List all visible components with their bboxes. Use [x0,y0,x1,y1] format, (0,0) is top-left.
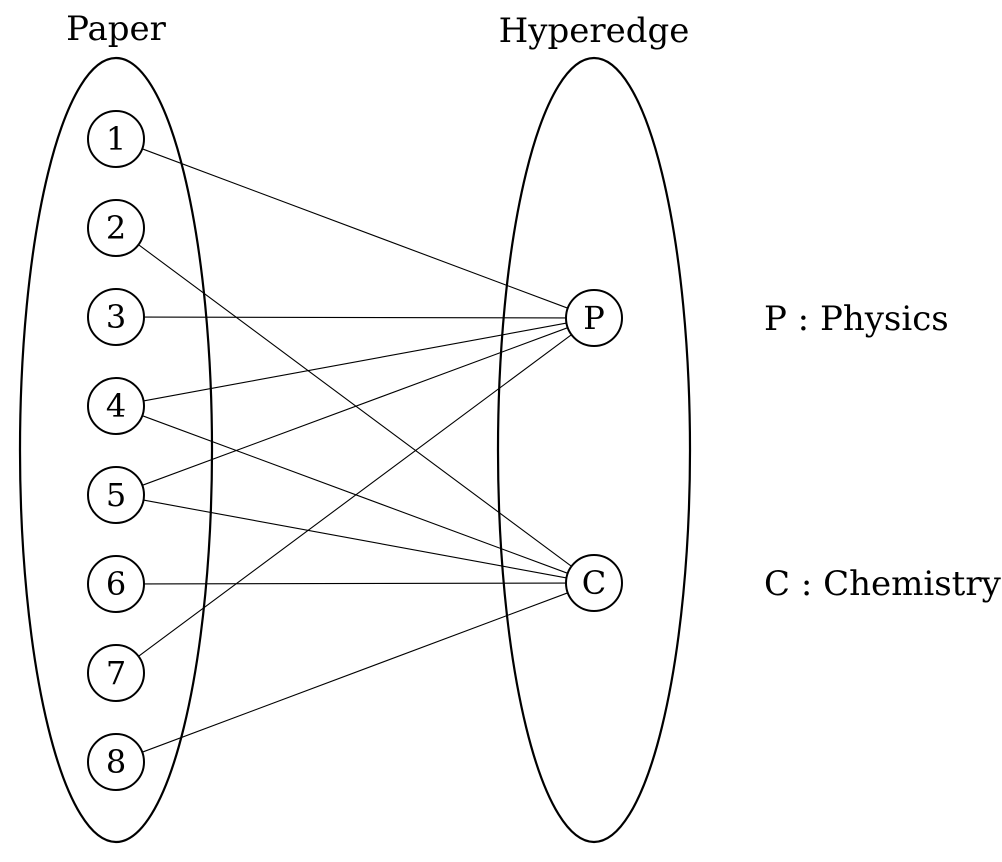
paper-node-label: 6 [106,565,126,603]
edge-8-C [142,592,568,753]
legend-chemistry: C : Chemistry [764,564,1002,604]
paper-node-circle [87,555,145,613]
edges-layer [138,148,572,753]
paper-node-circle [87,377,145,435]
legend-physics: P : Physics [764,299,949,339]
hyperedge-node-P: P [565,289,623,347]
hyperedge-node-circle [565,554,623,612]
paper-node-circle [87,110,145,168]
paper-node-label: 4 [106,387,126,425]
hyperedge-node-label: P [583,299,605,337]
hyperedge-node-circle [565,289,623,347]
edge-3-P [143,316,567,319]
paper-node-6: 6 [87,555,145,613]
paper-node-label: 3 [106,298,126,336]
paper-node-circle [87,288,145,346]
paper-node-circle [87,199,145,257]
paper-node-2: 2 [87,199,145,257]
hyperedge-group-outline [496,56,692,844]
paper-node-5: 5 [87,466,145,524]
paper-node-8: 8 [87,733,145,791]
paper-node-4: 4 [87,377,145,435]
paper-node-7: 7 [87,644,145,702]
paper-node-label: 7 [106,654,126,692]
hyperedge-node-label: C [582,564,606,602]
hyperedge-node-C: C [565,554,623,612]
paper-group-outline [18,56,214,844]
paper-node-label: 1 [106,120,126,158]
hyperedge-group-title: Hyperedge [499,11,690,51]
edge-5-C [143,499,567,579]
edge-4-P [143,322,567,402]
paper-node-circle [87,644,145,702]
paper-node-label: 8 [106,743,126,781]
paper-node-circle [87,733,145,791]
edge-1-P [142,148,568,309]
paper-node-label: 5 [106,476,126,514]
paper-node-label: 2 [106,209,126,247]
edge-7-P [138,334,572,657]
edge-2-C [138,244,572,567]
edge-4-C [142,415,568,574]
edge-6-C [143,582,567,585]
paper-group-title: Paper [66,9,167,49]
edge-5-P [142,327,568,486]
paper-node-1: 1 [87,110,145,168]
paper-node-circle [87,466,145,524]
nodes-layer: 1 2 3 4 5 6 7 8 P C [87,110,623,791]
paper-node-3: 3 [87,288,145,346]
